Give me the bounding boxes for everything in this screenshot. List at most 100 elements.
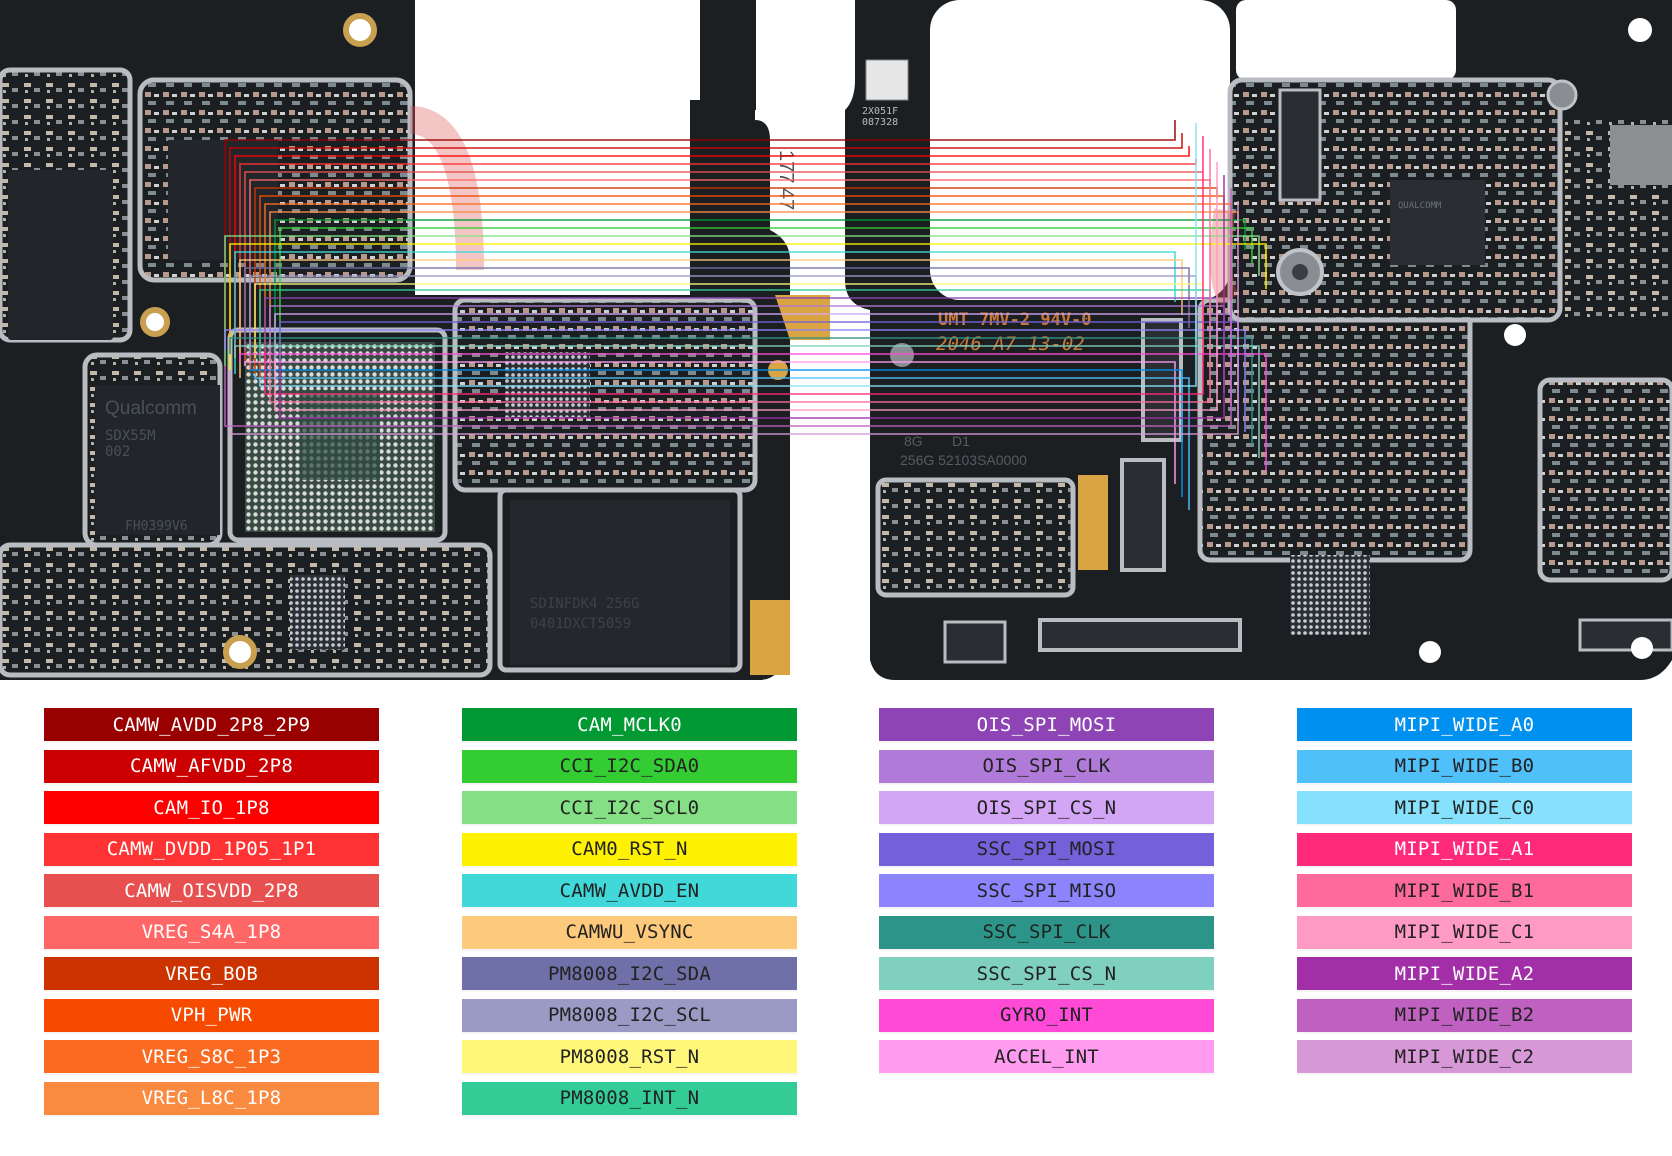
storage-line-marking: 256G 52103SA0000 [900, 452, 1027, 468]
trace-mipi-wide-b1 [269, 149, 1211, 403]
umt-marking-line2: 2046 A7 13-02 [936, 333, 1085, 355]
legend-item-label: MIPI_WIDE_A2 [1394, 962, 1535, 985]
trace-mipi-wide-a0 [250, 369, 1183, 497]
legend-item-camw-avdd-en: CAMW_AVDD_EN [462, 874, 797, 907]
legend-item-label: CAM_IO_1P8 [153, 796, 270, 819]
qualcomm-chip-rev: 002 [105, 444, 130, 460]
legend-item-label: CAMWU_VSYNC [565, 921, 694, 943]
legend-item-cam-io-1p8: CAM_IO_1P8 [44, 791, 379, 824]
legend-item-camwu-vsync: CAMWU_VSYNC [462, 915, 797, 949]
trace-camwu-vsync [239, 259, 1183, 378]
memory-size-marking: 8G [904, 433, 923, 449]
legend-item-label: CAMW_AFVDD_2P8 [130, 755, 293, 777]
trace-mipi-wide-c2 [229, 201, 1239, 435]
legend-item-label: CAMW_DVDD_1P05_1P1 [106, 838, 317, 860]
trace-camw-avdd-en [234, 251, 1176, 374]
legend-item-vph-pwr: VPH_PWR [44, 998, 379, 1032]
trace-cam0-rst-n [229, 243, 1267, 370]
legend-item-label: PM8008_I2C_SDA [548, 962, 711, 985]
trace-mipi-wide-b0 [254, 374, 1190, 510]
board-to-board-connector [1120, 458, 1166, 572]
legend-item-label: CAMW_AVDD_2P8_2P9 [112, 713, 311, 736]
legend-item-camw-dvdd-1p05-1p1: CAMW_DVDD_1P05_1P1 [44, 832, 379, 866]
legend-item-label: CAMW_AVDD_EN [559, 879, 700, 902]
legend-item-label: MIPI_WIDE_A0 [1394, 713, 1535, 736]
legend-item-mipi-wide-c0: MIPI_WIDE_C0 [1297, 791, 1632, 824]
legend-item-mipi-wide-b1: MIPI_WIDE_B1 [1297, 874, 1632, 907]
legend-item-label: MIPI_WIDE_B1 [1394, 879, 1535, 902]
legend-item-label: VREG_BOB [164, 962, 259, 985]
legend-column-spi: OIS_SPI_MOSI OIS_SPI_CLK OIS_SPI_CS_N SSC_S… [879, 708, 1214, 1082]
trace-mipi-wide-b2 [224, 188, 1232, 427]
legend-item-mipi-wide-c2: MIPI_WIDE_C2 [1297, 1040, 1632, 1073]
legend-item-label: CAM0_RST_N [571, 838, 688, 860]
legend-item-label: OIS_SPI_CLK [982, 755, 1111, 777]
legend-item-label: SSC_SPI_MISO [976, 879, 1117, 902]
legend-item-label: MIPI_WIDE_C1 [1394, 921, 1535, 943]
legend-item-pm8008-int-n: PM8008_INT_N [462, 1081, 797, 1115]
legend-item-ssc-spi-miso: SSC_SPI_MISO [879, 874, 1214, 907]
legend-item-label: VREG_L8C_1P8 [141, 1087, 282, 1109]
legend-item-ssc-spi-clk: SSC_SPI_CLK [879, 915, 1214, 949]
legend-item-label: CCI_I2C_SCL0 [559, 796, 700, 819]
legend-item-mipi-wide-a2: MIPI_WIDE_A2 [1297, 957, 1632, 990]
ref-177: 177 [775, 150, 797, 183]
legend-item-label: MIPI_WIDE_C0 [1394, 796, 1535, 819]
legend-item-label: PM8008_I2C_SCL [548, 1004, 711, 1026]
legend-item-label: PM8008_RST_N [559, 1045, 700, 1068]
qualcomm-sdx55m-chip [95, 385, 220, 535]
legend-item-ssc-spi-mosi: SSC_SPI_MOSI [879, 832, 1214, 866]
memory-rev-marking: D1 [952, 433, 970, 449]
legend-item-label: OIS_SPI_CS_N [976, 796, 1117, 819]
legend-item-label: SSC_SPI_MOSI [976, 838, 1117, 860]
right-board: UMT 7MV-2 94V-0 2046 A7 13-02 8G D1 256G… [845, 0, 1672, 680]
storage-chip-label: SDINFDK4 256G [530, 596, 640, 612]
trace-ssc-spi-miso [224, 329, 1246, 432]
trace-accel-int [244, 361, 1176, 484]
trace-mipi-wide-c1 [274, 162, 1218, 411]
legend-item-label: MIPI_WIDE_B0 [1394, 755, 1535, 777]
legend-item-label: SSC_SPI_CS_N [976, 962, 1117, 985]
legend-item-ois-spi-clk: OIS_SPI_CLK [879, 749, 1214, 783]
legend-item-mipi-wide-c1: MIPI_WIDE_C1 [1297, 915, 1632, 949]
legend-item-ois-spi-mosi: OIS_SPI_MOSI [879, 708, 1214, 741]
legend-item-label: ACCEL_INT [994, 1045, 1099, 1068]
umt-marking-line1: UMT 7MV-2 94V-0 [938, 310, 1092, 330]
storage-chip [510, 500, 730, 665]
trace-cci-i2c-scl0 [224, 235, 1260, 366]
storage-chip-code: 0401DXCT5059 [530, 616, 631, 632]
legend-item-cam0-rst-n: CAM0_RST_N [462, 832, 797, 866]
legend-item-cci-i2c-scl0: CCI_I2C_SCL0 [462, 791, 797, 824]
trace-ssc-spi-clk [229, 337, 1253, 445]
legend-item-camw-oisvdd-2p8: CAMW_OISVDD_2P8 [44, 874, 379, 907]
legend-item-camw-avdd-2p8-2p9: CAMW_AVDD_2P8_2P9 [44, 708, 379, 741]
trace-mipi-wide-a2 [279, 175, 1225, 419]
legend-item-label: SSC_SPI_CLK [982, 921, 1111, 943]
signal-traces [224, 120, 1267, 510]
legend-item-label: CAMW_OISVDD_2P8 [124, 879, 299, 902]
legend-item-vreg-l8c-1p8: VREG_L8C_1P8 [44, 1081, 379, 1115]
legend-item-label: VREG_S4A_1P8 [141, 921, 282, 943]
legend-item-vreg-s8c-1p3: VREG_S8C_1P3 [44, 1040, 379, 1073]
legend-item-gyro-int: GYRO_INT [879, 998, 1214, 1032]
trace-mipi-wide-c0 [259, 123, 1197, 387]
legend-item-ssc-spi-cs-n: SSC_SPI_CS_N [879, 957, 1214, 990]
legend-item-label: PM8008_INT_N [559, 1087, 700, 1109]
legend-item-mipi-wide-a0: MIPI_WIDE_A0 [1297, 708, 1632, 741]
ref-47: 47 [775, 188, 797, 210]
legend-item-camw-afvdd-2p8: CAMW_AFVDD_2P8 [44, 749, 379, 783]
legend-item-pm8008-i2c-scl: PM8008_I2C_SCL [462, 998, 797, 1032]
qualcomm-chip-model: SDX55M [105, 428, 156, 444]
legend-item-label: VPH_PWR [170, 1004, 253, 1026]
legend-item-label: OIS_SPI_MOSI [976, 713, 1117, 736]
trace-mipi-wide-a1 [264, 136, 1204, 395]
trace-ssc-spi-cs-n [234, 345, 1260, 458]
legend-item-label: VREG_S8C_1P3 [141, 1045, 282, 1068]
legend-item-mipi-wide-a1: MIPI_WIDE_A1 [1297, 832, 1632, 866]
legend-item-label: MIPI_WIDE_A1 [1394, 838, 1535, 860]
qualcomm-small-marking: QUALCOMM [1398, 201, 1442, 211]
trace-gyro-int [239, 353, 1267, 471]
qr-code-text-2: 087328 [862, 117, 898, 128]
